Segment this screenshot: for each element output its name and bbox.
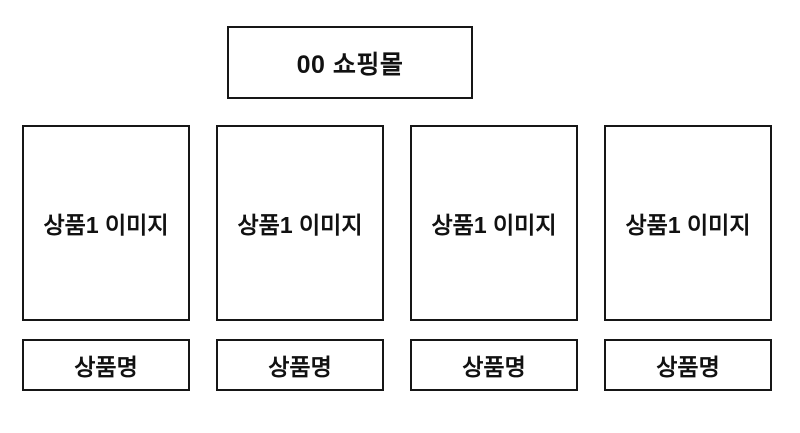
product-name-box: 상품명	[22, 339, 190, 391]
product-name-box: 상품명	[216, 339, 384, 391]
product-name-label: 상품명	[268, 354, 332, 380]
product-image-label: 상품1 이미지	[237, 212, 363, 238]
product-card: 상품1 이미지 상품명	[216, 125, 384, 391]
product-image-label: 상품1 이미지	[431, 212, 557, 238]
shop-title: 00 쇼핑몰	[296, 50, 404, 79]
product-name-box: 상품명	[604, 339, 772, 391]
product-name-box: 상품명	[410, 339, 578, 391]
product-image-label: 상품1 이미지	[625, 212, 751, 238]
product-card: 상품1 이미지 상품명	[604, 125, 772, 391]
product-image-box: 상품1 이미지	[22, 125, 190, 321]
product-name-label: 상품명	[462, 354, 526, 380]
product-image-box: 상품1 이미지	[604, 125, 772, 321]
products-row: 상품1 이미지 상품명 상품1 이미지 상품명 상품1 이미지 상품명	[22, 125, 772, 391]
product-image-label: 상품1 이미지	[43, 212, 169, 238]
product-name-label: 상품명	[656, 354, 720, 380]
product-card: 상품1 이미지 상품명	[22, 125, 190, 391]
product-image-box: 상품1 이미지	[410, 125, 578, 321]
shop-title-box: 00 쇼핑몰	[227, 26, 473, 99]
product-card: 상품1 이미지 상품명	[410, 125, 578, 391]
product-name-label: 상품명	[74, 354, 138, 380]
product-image-box: 상품1 이미지	[216, 125, 384, 321]
